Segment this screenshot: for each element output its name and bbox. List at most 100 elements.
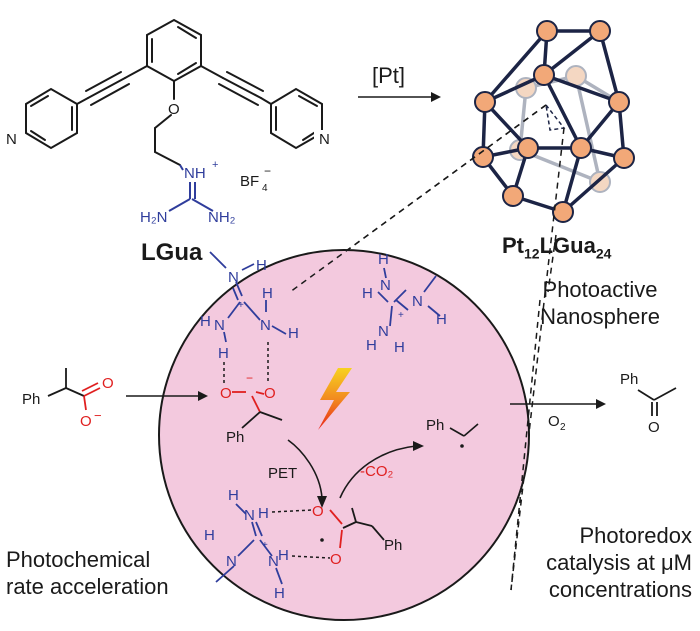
charge-plus: + bbox=[262, 540, 268, 551]
radical-o: O bbox=[312, 503, 324, 520]
h-atom: H bbox=[394, 339, 405, 356]
reaction-arrow: [Pt] bbox=[358, 63, 441, 102]
right-caption: Photoredox catalysis at μM concentration… bbox=[500, 522, 692, 603]
counterion-charge: − bbox=[264, 164, 271, 178]
ligand-atom-labels: N N O bbox=[1, 101, 336, 148]
guanidinium-complex-upper: N H N H N H H H + O O − Ph bbox=[200, 251, 299, 446]
left-alkyne bbox=[87, 77, 126, 99]
left-pyridine-ring bbox=[25, 87, 78, 150]
n-atom: N bbox=[380, 277, 391, 294]
nh-plus-label: NH bbox=[184, 165, 206, 182]
right-caption-line-1: Photoredox bbox=[579, 523, 692, 548]
oxidant-subscript: 2 bbox=[560, 422, 566, 433]
central-benzene-ring bbox=[146, 18, 202, 83]
right-alkyne bbox=[222, 77, 262, 99]
n-atom: N bbox=[268, 553, 279, 570]
lightning-bolt-icon bbox=[318, 368, 352, 430]
product-o: O bbox=[648, 419, 660, 436]
right-caption-line-3: concentrations bbox=[548, 577, 692, 602]
n-atom: N bbox=[260, 317, 271, 334]
h-atom: H bbox=[258, 505, 269, 522]
phenyl-label: Ph bbox=[384, 537, 402, 554]
n-atom: N bbox=[228, 269, 239, 286]
cage-node bbox=[472, 146, 494, 168]
h-atom: H bbox=[436, 311, 447, 328]
ligand-structure bbox=[25, 18, 323, 166]
cage-name-main: Pt bbox=[502, 233, 524, 258]
substrate-ph: Ph bbox=[22, 391, 40, 408]
decarboxylation-arrow: -CO₂ bbox=[339, 441, 424, 499]
charge-minus: − bbox=[246, 371, 253, 385]
ligand-name: LGua bbox=[141, 239, 203, 266]
cage-node bbox=[552, 201, 574, 223]
product-ph: Ph bbox=[620, 371, 638, 388]
nanosphere-circle bbox=[158, 249, 530, 621]
substrate-o-bottom: O bbox=[80, 413, 92, 430]
cage-name-sub2: 24 bbox=[595, 245, 612, 262]
cage-node bbox=[570, 137, 592, 159]
h-atom: H bbox=[200, 313, 211, 330]
guanidinium-headgroup: NH + H₂N NH₂ bbox=[140, 159, 236, 226]
cage-node bbox=[474, 91, 496, 113]
counterion-subscript: 4 bbox=[262, 183, 268, 194]
cage-node bbox=[536, 20, 558, 42]
cage-structure bbox=[472, 20, 635, 223]
radical-o: O bbox=[330, 551, 342, 568]
n-atom: N bbox=[214, 317, 225, 334]
h-atom: H bbox=[204, 527, 215, 544]
cage-front-vertices bbox=[472, 20, 635, 223]
h-atom: H bbox=[288, 325, 299, 342]
cage-node bbox=[502, 185, 524, 207]
cage-node bbox=[613, 147, 635, 169]
counterion-bf: BF bbox=[240, 173, 259, 190]
h-atom: H bbox=[256, 257, 267, 274]
n-atom: N bbox=[378, 323, 389, 340]
substrate-o-top: O bbox=[102, 375, 114, 392]
carboxylate-o: O bbox=[264, 385, 276, 402]
photoactive-line: Photoactive bbox=[542, 277, 658, 302]
phenyl-label: Ph bbox=[426, 417, 444, 434]
phenyl-label: Ph bbox=[226, 429, 244, 446]
n-atom: N bbox=[412, 293, 423, 310]
charge-plus: + bbox=[398, 310, 404, 321]
h-atom: H bbox=[362, 285, 373, 302]
cage-name-sub1: 12 bbox=[524, 245, 540, 262]
cage-name-mid: LGua bbox=[539, 233, 596, 258]
carboxylate-o-minus: O bbox=[220, 385, 232, 402]
substrate-arrow bbox=[126, 391, 208, 401]
platinum-reagent: [Pt] bbox=[372, 63, 405, 88]
cage-node bbox=[589, 20, 611, 42]
co2-label: -CO₂ bbox=[360, 463, 393, 480]
product-structure: Ph O bbox=[620, 371, 677, 436]
n-atom: N bbox=[244, 507, 255, 524]
oxidant-o2: O bbox=[548, 413, 560, 430]
n-atom: N bbox=[226, 553, 237, 570]
h-atom: H bbox=[378, 251, 389, 268]
h2n-label: H₂N bbox=[140, 209, 168, 226]
ether-oxygen: O bbox=[168, 101, 180, 118]
left-caption-line-2: rate acceleration bbox=[6, 574, 169, 599]
substrate-charge: − bbox=[94, 408, 102, 423]
left-pyridine-n: N bbox=[6, 131, 17, 148]
h-atom: H bbox=[278, 547, 289, 564]
nh-plus-charge: + bbox=[212, 159, 218, 171]
guanidinium-upper-right: H N H N H N H H + bbox=[362, 251, 447, 356]
nh2-label: NH₂ bbox=[208, 209, 236, 226]
cage-node bbox=[608, 91, 630, 113]
right-pyridine-n: N bbox=[319, 131, 330, 148]
guanidinium-complex-lower: Ph O O H N H H N N bbox=[204, 487, 402, 602]
h-atom: H bbox=[366, 337, 377, 354]
substrate-structure: Ph O O − bbox=[22, 368, 114, 430]
charge-plus: + bbox=[238, 300, 244, 311]
cage-node bbox=[533, 64, 555, 86]
nanosphere-line: Nanosphere bbox=[540, 304, 660, 329]
left-caption: Photochemical rate acceleration bbox=[6, 546, 169, 600]
photoactive-nanosphere-label: Photoactive Nanosphere bbox=[510, 276, 690, 330]
right-caption-line-2: catalysis at μM bbox=[546, 550, 692, 575]
cage-name: Pt12LGua24 bbox=[502, 232, 611, 267]
left-caption-line-1: Photochemical bbox=[6, 547, 151, 572]
h-atom: H bbox=[218, 345, 229, 362]
h-atom: H bbox=[262, 285, 273, 302]
pet-arrow: PET bbox=[268, 439, 327, 508]
